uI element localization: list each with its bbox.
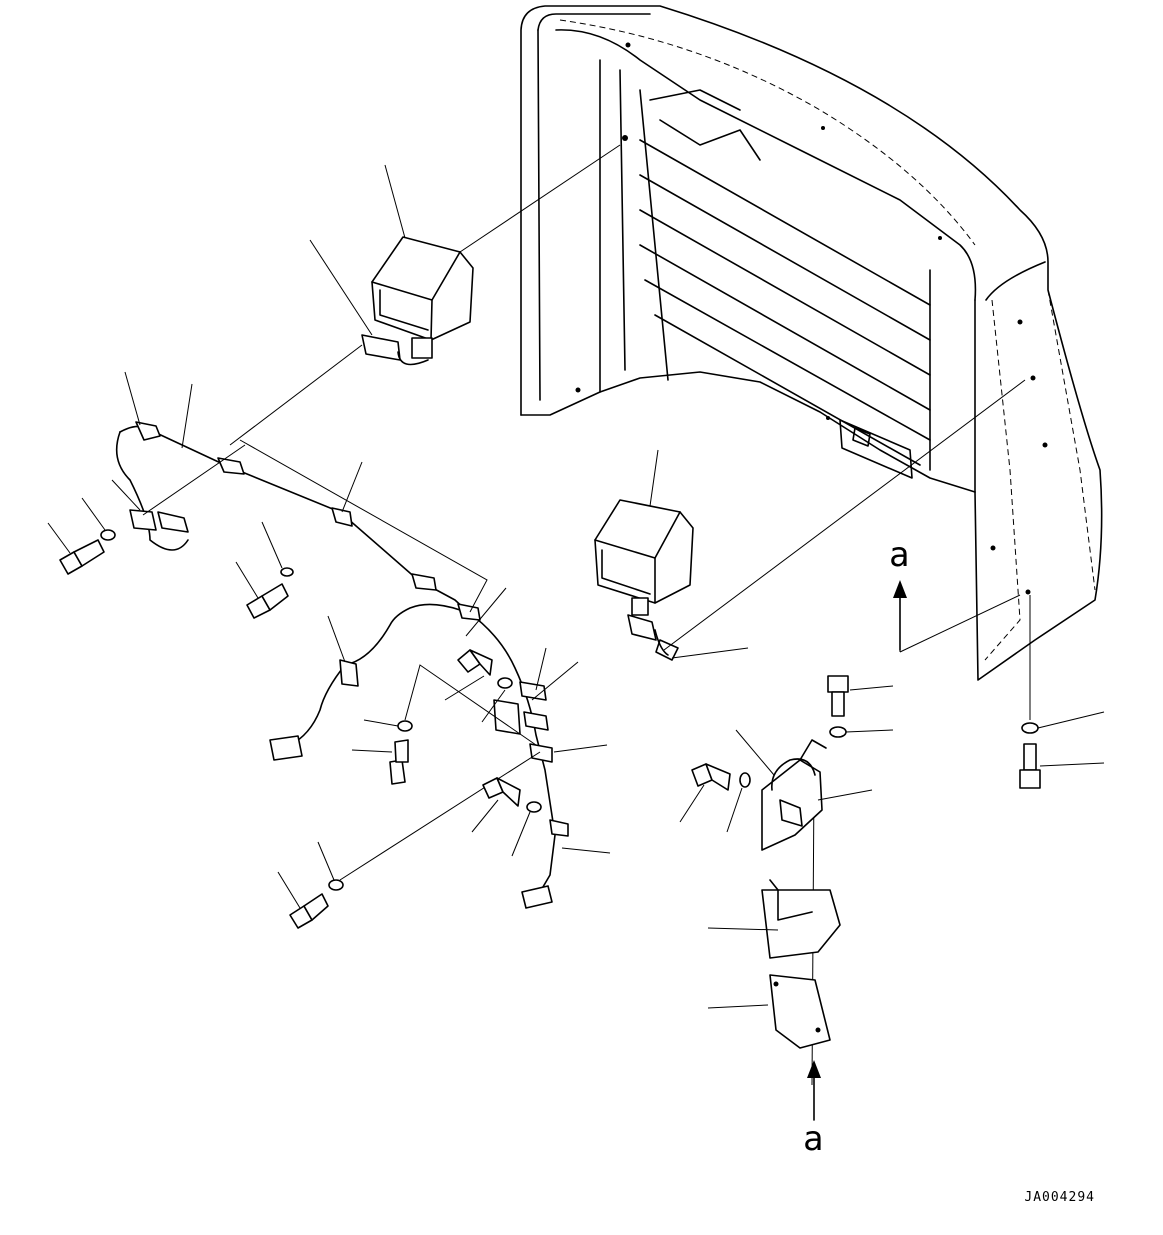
assembly-lines: [142, 144, 1031, 1086]
view-marker-upper: a: [889, 535, 910, 575]
fasteners: [59, 529, 1041, 929]
drawing-code: JA004294: [1024, 1190, 1095, 1205]
wiring-harness: [115, 421, 569, 909]
horn-bracket-assembly: [761, 739, 841, 1049]
work-lamp-upper: [361, 236, 474, 366]
leader-lines: [47, 164, 1105, 1009]
view-arrows: [807, 580, 907, 1121]
work-lamp-lower: [594, 499, 694, 661]
cab-rear-panel: [520, 5, 1103, 681]
view-marker-lower: a: [803, 1119, 824, 1159]
